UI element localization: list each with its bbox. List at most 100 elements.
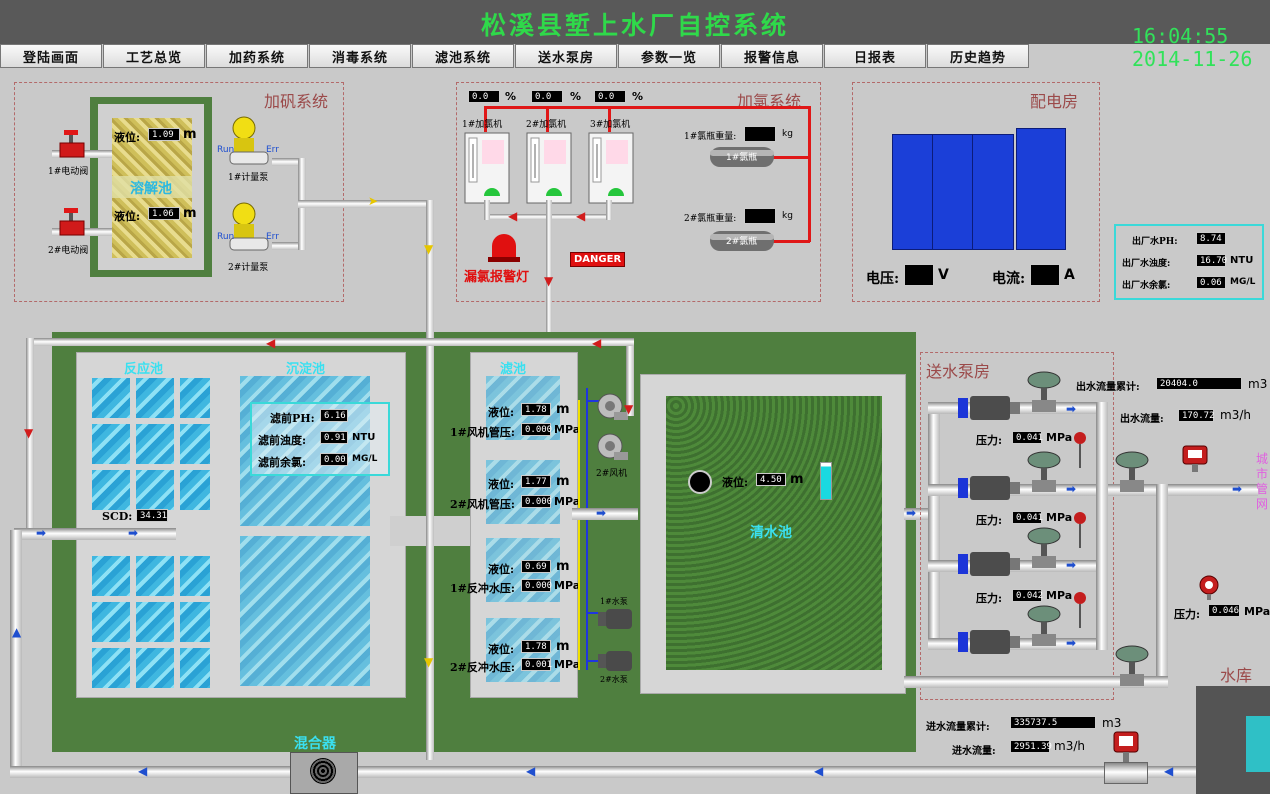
chlorinator-icon[interactable] <box>526 132 572 204</box>
cylinder2-weight-label: 2#氯瓶重量: <box>684 214 737 224</box>
control-valve-icon[interactable] <box>1024 526 1064 572</box>
cylinder1-weight-value <box>744 126 776 142</box>
clearwell-label: 清水池 <box>750 525 792 541</box>
outlet-turbidity-value: 16.70 <box>1196 254 1227 267</box>
menu-daily-report[interactable]: 日报表 <box>824 44 926 68</box>
inlet-flow-meter-body <box>1104 762 1148 784</box>
alum-pump1-label: 1#计量泵 <box>228 173 269 183</box>
switchgear-cabinet <box>932 134 974 250</box>
cylinder2-weight-value <box>744 208 776 224</box>
chlorinator3-pct: 0.0 <box>594 90 626 103</box>
control-valve-icon[interactable] <box>1024 370 1064 416</box>
flow-meter-icon <box>1113 731 1139 766</box>
filter1-level: 1.78 <box>521 403 551 416</box>
reservoir-water <box>1246 716 1270 772</box>
blower-fan-icon[interactable] <box>594 392 630 422</box>
fan1-pressure: 0.000 <box>521 423 552 436</box>
settling-tank-label: 沉淀池 <box>286 362 326 377</box>
reaction-tank-label: 反应池 <box>124 362 164 377</box>
page-title: 松溪县堑上水厂自控系统 <box>480 11 789 40</box>
filter-label: 滤池 <box>500 362 527 377</box>
title-bar <box>0 0 1270 44</box>
pump-motor-icon[interactable] <box>954 548 1024 580</box>
alum-system-panel <box>14 82 344 302</box>
menu-pump-house[interactable]: 送水泵房 <box>515 44 617 68</box>
menu-history-trend[interactable]: 历史趋势 <box>927 44 1029 68</box>
menu-login[interactable]: 登陆画面 <box>0 44 102 68</box>
mixer-label: 混合器 <box>294 736 336 752</box>
control-valve-icon[interactable] <box>1112 644 1152 690</box>
menu-process-overview[interactable]: 工艺总览 <box>103 44 205 68</box>
metering-pump-icon[interactable] <box>226 200 274 256</box>
inlet-flow-value: 2951.39 <box>1010 740 1052 753</box>
pump-house-panel <box>920 352 1114 700</box>
water-pump-icon[interactable] <box>596 606 636 632</box>
alum-level2-label: 液位: <box>114 210 141 223</box>
menu-alarms[interactable]: 报警信息 <box>721 44 823 68</box>
clearwell-level-gauge <box>820 462 832 500</box>
pump-house-title: 送水泵房 <box>926 362 991 381</box>
pump3-pressure: 0.042 <box>1012 589 1043 602</box>
pump-motor-icon[interactable] <box>954 626 1024 658</box>
fan2-pressure: 0.000 <box>521 495 552 508</box>
alarm-lamp-icon <box>488 234 520 262</box>
cylinder1-weight-label: 1#氯瓶重量: <box>684 132 737 142</box>
alum-system-title: 加矾系统 <box>264 92 329 111</box>
chlorinator1-pct: 0.0 <box>468 90 500 103</box>
alum-valve2-label: 2#电动阀 <box>48 246 89 256</box>
filter4-level: 1.78 <box>521 640 551 653</box>
pump-motor-icon[interactable] <box>954 392 1024 424</box>
control-valve-icon[interactable] <box>1024 450 1064 496</box>
clearwell-level-value: 4.50 <box>756 473 786 486</box>
pressure-gauge-icon <box>1074 592 1086 628</box>
chlorinator-icon[interactable] <box>464 132 510 204</box>
blower-fan-icon[interactable] <box>594 432 630 462</box>
flow-meter-icon <box>1182 445 1208 472</box>
switchgear-cabinet <box>892 134 934 250</box>
alum-level2-value: 1.06 <box>148 207 180 220</box>
water-pump-icon[interactable] <box>596 648 636 674</box>
filter3-level: 0.69 <box>521 560 551 573</box>
power-room-title: 配电房 <box>1030 92 1079 111</box>
chlorine-system-panel <box>456 82 821 302</box>
control-valve-icon[interactable] <box>1112 450 1152 496</box>
inlet-total-flow-value: 335737.5 <box>1010 716 1096 729</box>
alum-pump2-label: 2#计量泵 <box>228 263 269 273</box>
backwash1-pressure: 0.000 <box>521 579 552 592</box>
outlet-chlorine-value: 0.06 <box>1196 276 1226 289</box>
main-outlet-pressure: 0.046 <box>1208 604 1240 617</box>
menu-filter-system[interactable]: 滤池系统 <box>412 44 514 68</box>
switchgear-cabinet <box>972 134 1014 250</box>
chlorinator-icon[interactable] <box>588 132 634 204</box>
danger-badge: DANGER <box>570 252 626 267</box>
menu-dosing-system[interactable]: 加药系统 <box>206 44 308 68</box>
pump1-pressure: 0.041 <box>1012 431 1043 444</box>
valve-icon[interactable] <box>58 206 92 240</box>
pre-filter-turbidity-value: 0.91 <box>320 431 348 444</box>
current-value <box>1030 264 1060 286</box>
pump2-pressure: 0.041 <box>1012 511 1043 524</box>
control-valve-icon[interactable] <box>1024 604 1064 650</box>
valve-icon[interactable] <box>58 128 92 162</box>
reaction-tank-lower <box>92 554 210 688</box>
filter-cell-2 <box>486 460 560 524</box>
metering-pump-icon[interactable] <box>226 114 274 170</box>
alum-valve1-label: 1#电动阀 <box>48 167 89 177</box>
scd-value: 34.31 <box>136 509 168 522</box>
outlet-ph-value: 8.74 <box>1196 232 1226 245</box>
menu-disinfection-system[interactable]: 消毒系统 <box>309 44 411 68</box>
pump-motor-icon[interactable] <box>954 472 1024 504</box>
clearwell-outlet <box>688 470 712 494</box>
outlet-total-flow-value: 20404.0 <box>1156 377 1242 390</box>
reaction-tank-upper <box>92 376 210 510</box>
chlorine-cylinder-icon[interactable] <box>706 144 778 170</box>
menu-parameters[interactable]: 参数一览 <box>618 44 720 68</box>
pressure-gauge-icon <box>1074 512 1086 548</box>
pre-filter-ph-value: 6.16 <box>320 409 348 422</box>
clock-time: 16:04:55 <box>1132 24 1229 48</box>
switchgear-cabinet <box>1016 128 1066 250</box>
chlorine-cylinder-icon[interactable] <box>706 228 778 254</box>
city-pipe-label: 城市管网 <box>1256 452 1269 511</box>
alum-level1-value: 1.09 <box>148 128 180 141</box>
chlorinator2-pct: 0.0 <box>531 90 563 103</box>
